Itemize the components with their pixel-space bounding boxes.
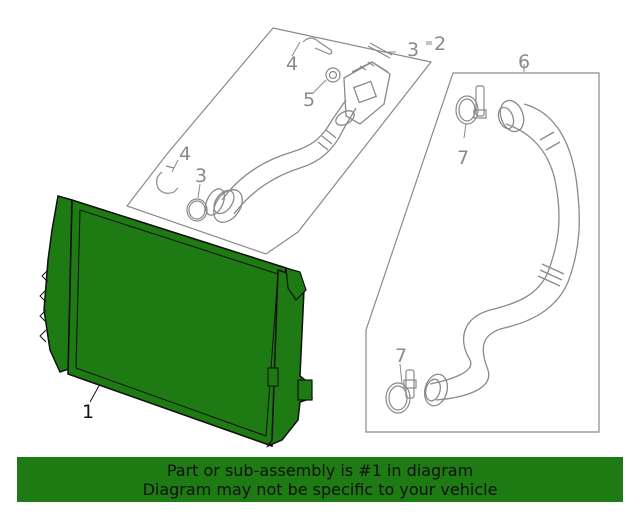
callout-7-top: 7 xyxy=(457,147,469,169)
notice-line-2: Diagram may not be specific to your vehi… xyxy=(142,480,498,499)
callout-3-left: 3 xyxy=(195,165,207,187)
callout-2: 2 xyxy=(434,33,446,55)
clamp-part-7-bottom xyxy=(385,369,417,414)
cap-part-5 xyxy=(325,67,341,83)
callout-3-top: 3 xyxy=(407,39,419,61)
seal-part-3-top xyxy=(367,42,393,59)
intercooler-part-1 xyxy=(39,195,313,448)
callout-7-bottom: 7 xyxy=(395,345,407,367)
hose-assembly-panel xyxy=(126,27,433,255)
callout-4-left: 4 xyxy=(179,143,191,165)
callout-5: 5 xyxy=(303,89,315,111)
callout-1: 1 xyxy=(82,401,94,423)
o-ring-part-3-left xyxy=(186,198,208,222)
lower-hose xyxy=(423,99,580,407)
clip-part-4-top xyxy=(302,37,333,55)
leader-lines xyxy=(89,41,525,403)
clip-part-4-left xyxy=(156,165,179,194)
notice-line-1: Part or sub-assembly is #1 in diagram xyxy=(166,461,474,480)
notice-banner: Part or sub-assembly is #1 in diagram Di… xyxy=(17,457,623,502)
lower-hose-panel xyxy=(365,72,600,433)
callout-6: 6 xyxy=(518,51,530,73)
callout-4-top: 4 xyxy=(286,53,298,75)
upper-hose xyxy=(204,61,391,223)
clamp-part-7-top xyxy=(455,85,487,125)
